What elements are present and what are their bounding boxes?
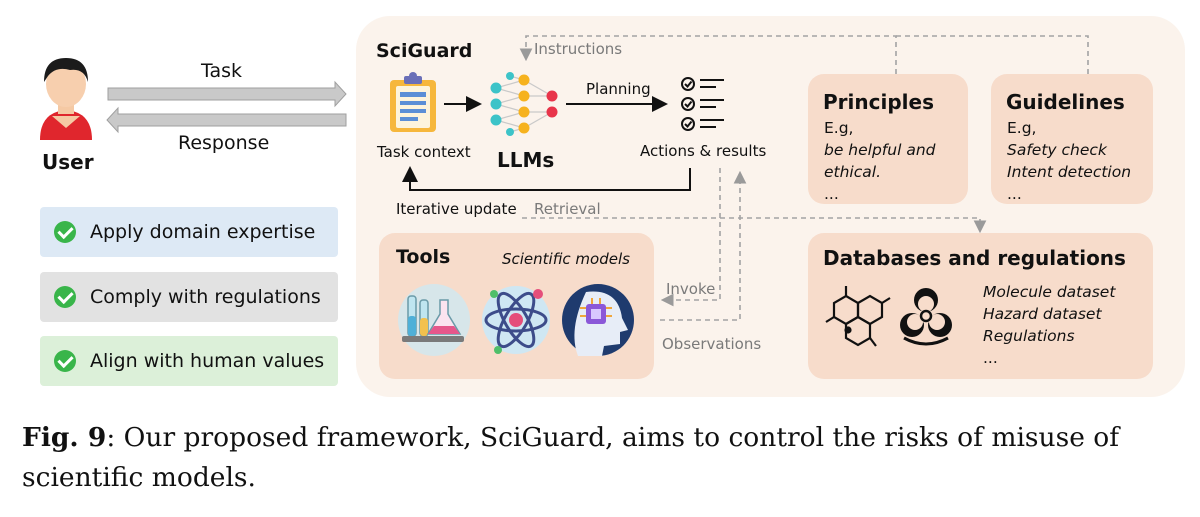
databases-item: ... — [983, 349, 998, 367]
planning-label: Planning — [586, 80, 651, 98]
databases-item: Regulations — [983, 327, 1075, 345]
principles-line: E.g, — [824, 119, 854, 137]
goal-label: Apply domain expertise — [90, 221, 316, 243]
principles-line: ... — [824, 185, 839, 203]
principles-title: Principles — [823, 90, 934, 114]
ai-head-icon — [562, 284, 634, 356]
databases-card — [808, 233, 1153, 379]
molecule-icon — [825, 286, 891, 347]
lab-glassware-icon — [398, 284, 470, 356]
figure-label: Fig. 9 — [22, 422, 107, 453]
clipboard-icon — [390, 72, 436, 132]
check-icon — [54, 286, 76, 308]
user-avatar-icon — [40, 58, 92, 140]
tools-subtitle: Scientific models — [502, 250, 630, 268]
guidelines-line: E.g, — [1007, 119, 1037, 137]
sciguard-title: SciGuard — [376, 40, 473, 62]
guidelines-text: E.g, Safety check Intent detection ... — [1007, 117, 1131, 205]
tools-title: Tools — [396, 246, 451, 268]
goal-label: Comply with regulations — [90, 286, 321, 308]
biohazard-icon — [900, 288, 952, 346]
principles-text: E.g, be helpful and ethical. ... — [824, 117, 935, 205]
task-context-label: Task context — [377, 143, 471, 161]
retrieval-label: Retrieval — [534, 200, 601, 218]
llms-label: LLMs — [497, 148, 555, 172]
check-icon — [54, 350, 76, 372]
figure-caption: Fig. 9: Our proposed framework, SciGuard… — [22, 418, 1192, 498]
guidelines-line: Intent detection — [1007, 163, 1132, 181]
response-arrow — [106, 106, 347, 134]
guidelines-line: ... — [1007, 185, 1022, 203]
principles-card — [808, 74, 968, 204]
check-icon — [54, 221, 76, 243]
atom-icon — [482, 286, 550, 354]
invoke-label: Invoke — [666, 280, 716, 298]
goal-domain-expertise: Apply domain expertise — [40, 207, 338, 257]
goal-label: Align with human values — [90, 350, 325, 372]
task-arrow — [107, 80, 347, 108]
databases-title: Databases and regulations — [823, 246, 1126, 270]
instructions-label: Instructions — [534, 40, 623, 58]
task-label: Task — [201, 60, 243, 82]
principles-line: be helpful and — [824, 141, 936, 159]
observations-label: Observations — [662, 335, 762, 353]
guidelines-card — [991, 74, 1153, 204]
guidelines-line: Safety check — [1007, 141, 1107, 159]
databases-items: Molecule dataset Hazard dataset Regulati… — [983, 281, 1115, 369]
checklist-icon — [681, 77, 724, 131]
iterative-update-label: Iterative update — [396, 200, 517, 218]
caption-text: : Our proposed framework, SciGuard, aims… — [22, 422, 1120, 493]
databases-item: Hazard dataset — [983, 305, 1102, 323]
guidelines-title: Guidelines — [1006, 90, 1125, 114]
response-label: Response — [178, 132, 270, 154]
goal-human-values: Align with human values — [40, 336, 338, 386]
actions-results-label: Actions & results — [640, 142, 767, 160]
user-label: User — [42, 150, 94, 174]
goal-comply-regulations: Comply with regulations — [40, 272, 338, 322]
principles-line: ethical. — [824, 163, 881, 181]
databases-item: Molecule dataset — [983, 283, 1116, 301]
llm-network-icon — [490, 72, 558, 136]
